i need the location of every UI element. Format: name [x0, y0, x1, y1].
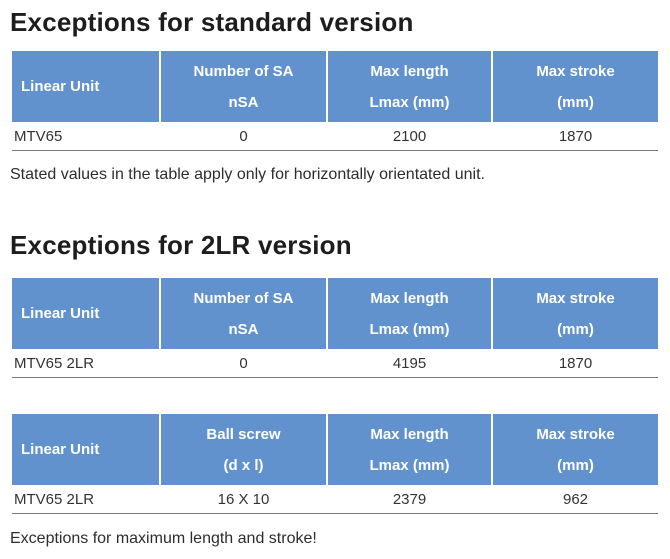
data-cell-number-of-sa: 0	[239, 354, 248, 372]
header-cell-linear-unit: Linear Unit	[12, 278, 159, 349]
header-line: Max length	[370, 62, 449, 80]
header-line: Number of SA	[193, 289, 294, 307]
data-cell-max-length: 2379	[392, 490, 427, 508]
data-cell-ball-screw: 16 X 10	[217, 490, 270, 508]
data-cell-number-of-sa: 0	[239, 127, 248, 145]
header-line: nSA	[228, 93, 259, 111]
header-cell-linear-unit: Linear Unit	[12, 414, 159, 485]
exceptions-table-2lr: Linear Unit Number of SA nSA Max length …	[12, 278, 658, 378]
table-data-row: MTV65 2LR 0 4195 1870	[12, 349, 658, 378]
exceptions-table-standard: Linear Unit Number of SA nSA Max length …	[12, 51, 658, 151]
table-data-row: MTV65 0 2100 1870	[12, 122, 658, 151]
section-heading-2lr-version: Exceptions for 2LR version	[10, 230, 352, 260]
header-line: Lmax (mm)	[369, 320, 450, 338]
header-line: Max stroke	[536, 62, 615, 80]
header-line: Linear Unit	[21, 305, 100, 322]
header-line: (d x l)	[223, 456, 264, 474]
data-cell-max-length: 2100	[392, 127, 427, 145]
header-line: nSA	[228, 320, 259, 338]
header-line: Max stroke	[536, 289, 615, 307]
table-header-row: Linear Unit Number of SA nSA Max length …	[12, 51, 658, 122]
header-line: (mm)	[557, 320, 594, 338]
exceptions-table-2lr-ball-screw: Linear Unit Ball screw (d x l) Max lengt…	[12, 414, 658, 514]
header-cell-ball-screw: Ball screw (d x l)	[161, 414, 326, 485]
header-cell-max-length: Max length Lmax (mm)	[328, 278, 491, 349]
header-line: Lmax (mm)	[369, 456, 450, 474]
header-cell-linear-unit: Linear Unit	[12, 51, 159, 122]
header-line: Ball screw	[206, 425, 281, 443]
header-line: Linear Unit	[21, 78, 100, 95]
header-cell-max-length: Max length Lmax (mm)	[328, 51, 491, 122]
header-line: Lmax (mm)	[369, 93, 450, 111]
header-line: Max length	[370, 289, 449, 307]
header-line: (mm)	[557, 93, 594, 111]
data-cell-max-length: 4195	[392, 354, 427, 372]
note-horizontal-orientation: Stated values in the table apply only fo…	[10, 166, 485, 183]
header-line: (mm)	[557, 456, 594, 474]
header-cell-number-of-sa: Number of SA nSA	[161, 278, 326, 349]
header-cell-max-stroke: Max stroke (mm)	[493, 278, 658, 349]
table-header-row: Linear Unit Ball screw (d x l) Max lengt…	[12, 414, 658, 485]
header-cell-max-length: Max length Lmax (mm)	[328, 414, 491, 485]
header-line: Max length	[370, 425, 449, 443]
data-cell-linear-unit: MTV65 2LR	[14, 490, 95, 508]
header-line: Max stroke	[536, 425, 615, 443]
data-cell-linear-unit: MTV65 2LR	[14, 354, 95, 372]
table-data-row: MTV65 2LR 16 X 10 2379 962	[12, 485, 658, 514]
header-cell-number-of-sa: Number of SA nSA	[161, 51, 326, 122]
table-header-row: Linear Unit Number of SA nSA Max length …	[12, 278, 658, 349]
data-cell-linear-unit: MTV65	[14, 127, 63, 145]
data-cell-max-stroke: 962	[562, 490, 589, 508]
header-line: Number of SA	[193, 62, 294, 80]
section-heading-standard-version: Exceptions for standard version	[10, 7, 414, 37]
note-max-length-stroke: Exceptions for maximum length and stroke…	[10, 530, 317, 547]
header-cell-max-stroke: Max stroke (mm)	[493, 51, 658, 122]
header-line: Linear Unit	[21, 441, 100, 458]
data-cell-max-stroke: 1870	[558, 127, 593, 145]
header-cell-max-stroke: Max stroke (mm)	[493, 414, 658, 485]
data-cell-max-stroke: 1870	[558, 354, 593, 372]
